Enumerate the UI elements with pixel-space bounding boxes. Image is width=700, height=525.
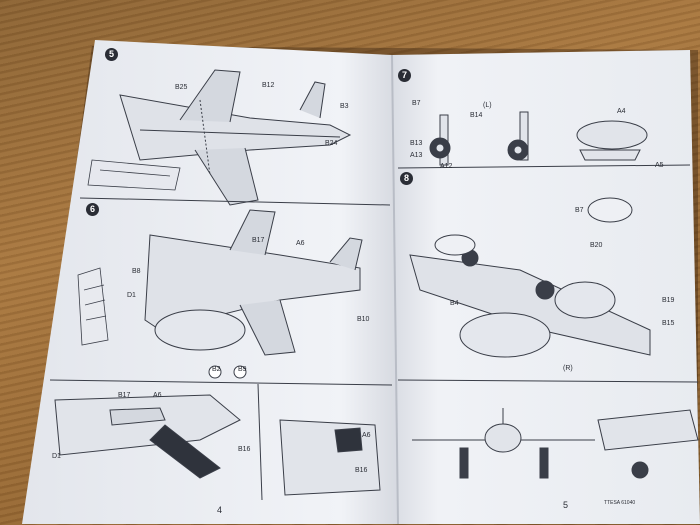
step-number-5: 5 — [105, 48, 118, 61]
part-label: A13 — [410, 152, 423, 159]
inset-divider-right — [397, 379, 699, 383]
inset-part-label: A6 — [153, 392, 162, 399]
footer-code: TTESA 61040 — [604, 500, 636, 506]
part-label: A5 — [655, 162, 664, 169]
part-label: B20 — [590, 242, 603, 249]
front-view-drawing — [412, 408, 595, 479]
part-label: B17 — [252, 237, 265, 244]
part-label: A4 — [617, 108, 626, 115]
part-label: B2 — [212, 366, 221, 373]
part-label: B15 — [662, 320, 675, 327]
inset-part-label: (L) — [483, 102, 492, 109]
part-label: B10 — [357, 316, 370, 323]
step-number-6: 6 — [86, 203, 99, 216]
part-label: B9 — [238, 366, 247, 373]
step-divider — [79, 197, 391, 206]
step6-detail-panel — [77, 267, 109, 346]
part-label: B16 — [238, 446, 251, 453]
part-label: A6 — [296, 240, 305, 247]
inset-part-label: (R) — [563, 365, 573, 372]
step6-aircraft-drawing — [144, 209, 363, 379]
side-view-drawing — [597, 409, 699, 479]
step5-aircraft-drawing — [119, 69, 352, 206]
part-label: B3 — [340, 103, 349, 110]
part-label: B13 — [410, 140, 423, 147]
inset-part-label: D1 — [52, 453, 61, 460]
part-label: B8 — [132, 268, 141, 275]
inset-part-label: B17 — [118, 392, 131, 399]
step-divider-right — [397, 164, 691, 169]
part-label: B19 — [662, 297, 675, 304]
part-label: B12 — [262, 82, 275, 89]
flap-inset-drawing — [54, 394, 241, 479]
step7-landing-gear-drawing — [429, 111, 648, 166]
page-number-right: 5 — [563, 500, 569, 510]
center-fold — [391, 54, 399, 525]
part-label: B24 — [325, 140, 338, 147]
part-label: D1 — [127, 292, 136, 299]
part-label: B4 — [450, 300, 459, 307]
inset-divider — [49, 379, 393, 386]
part-label: B7 — [575, 207, 584, 214]
part-label: B25 — [175, 84, 188, 91]
page-number-left: 4 — [217, 505, 223, 515]
step8-aircraft-drawing — [409, 197, 651, 358]
radiator-inset-drawing — [279, 419, 381, 496]
part-label: B7 — [412, 100, 421, 107]
inset-divider-vertical — [257, 383, 263, 501]
step5-wing-inset — [87, 159, 181, 191]
part-label: B14 — [470, 112, 483, 119]
part-label: A12 — [440, 163, 453, 170]
inset-part-label: B16 — [355, 467, 368, 474]
step-number-7: 7 — [398, 69, 411, 82]
step-number-8: 8 — [400, 172, 413, 185]
inset-part-label: A6 — [362, 432, 371, 439]
